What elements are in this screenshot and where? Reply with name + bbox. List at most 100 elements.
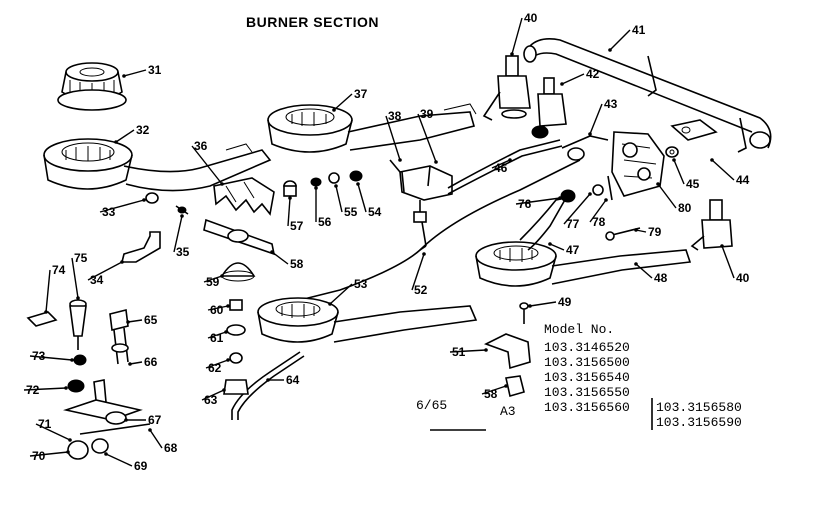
leader-arrowhead: [128, 362, 132, 366]
leader-arrowhead: [104, 452, 108, 456]
diagram-title: BURNER SECTION: [246, 14, 380, 30]
burner-37: [267, 103, 477, 153]
part-label-62: 62: [208, 361, 222, 375]
leader-arrowhead: [226, 358, 230, 362]
leader-arrowhead: [328, 302, 332, 306]
model-col-1: 103.3146520 103.3156500 103.3156540 103.…: [544, 340, 630, 415]
leader-arrowhead: [604, 198, 608, 202]
leader-line: [87, 261, 123, 281]
part-label-51: 51: [452, 345, 466, 359]
leader-line: [207, 305, 229, 311]
leader-line: [23, 387, 67, 391]
parts-54-57: [283, 170, 363, 197]
leader-arrowhead: [528, 304, 532, 308]
part-35: [175, 205, 189, 215]
part-label-75: 75: [74, 251, 88, 265]
leader-arrowhead: [588, 132, 592, 136]
part-36: [213, 177, 275, 216]
leader-line: [549, 243, 565, 251]
part-label-label_58b: 58: [484, 387, 498, 401]
leader-line: [529, 301, 557, 307]
leader-arrowhead: [484, 348, 488, 352]
leader-arrowhead: [510, 52, 514, 56]
part-label-33: 33: [102, 205, 116, 219]
model-number: 103.3156550: [544, 385, 630, 400]
leader-line: [205, 359, 229, 369]
leader-line: [99, 199, 145, 213]
leader-arrowhead: [720, 244, 724, 248]
part-label-71: 71: [38, 417, 52, 431]
part-label-31: 31: [148, 63, 162, 77]
part-label-34: 34: [90, 273, 104, 287]
leader-line: [29, 355, 73, 361]
part-label-65: 65: [144, 313, 158, 327]
leader-arrowhead: [710, 158, 714, 162]
leader-arrowhead: [508, 158, 512, 162]
leader-line: [71, 257, 79, 299]
leader-line: [45, 269, 51, 313]
part-label-58: 58: [290, 257, 304, 271]
leader-arrowhead: [608, 48, 612, 52]
leader-line: [721, 245, 735, 279]
part-label-52: 52: [414, 283, 428, 297]
leader-arrowhead: [656, 182, 660, 186]
leader-arrowhead: [70, 358, 74, 362]
valve-40: [482, 55, 531, 121]
part-label-55: 55: [344, 205, 358, 219]
part-label-47: 47: [566, 243, 580, 257]
model-col-2: 103.3156580 103.3156590: [656, 400, 742, 430]
leader-line: [127, 319, 143, 323]
leader-arrowhead: [142, 198, 146, 202]
leader-line: [203, 275, 223, 283]
leader-line: [329, 283, 353, 305]
part-label-39: 39: [420, 107, 434, 121]
leader-arrowhead: [422, 252, 426, 256]
parts-60-63: [223, 299, 249, 395]
part-label-66: 66: [144, 355, 158, 369]
part-label-79: 79: [648, 225, 662, 239]
part-label-40: 40: [524, 11, 538, 25]
manifold-41: [523, 38, 772, 153]
part-label-59: 59: [206, 275, 220, 289]
burner-53: [257, 297, 478, 343]
part-label-32: 32: [136, 123, 150, 137]
leader-arrowhead: [226, 304, 230, 308]
tube-52: [299, 159, 581, 301]
leader-line: [105, 453, 133, 467]
part-label-48: 48: [654, 271, 668, 285]
part-label-76: 76: [518, 197, 532, 211]
leader-arrowhead: [224, 330, 228, 334]
leader-arrowhead: [504, 384, 508, 388]
leader-line: [491, 159, 511, 169]
leader-line: [201, 389, 225, 401]
part-label-78: 78: [592, 215, 606, 229]
leader-line: [411, 253, 425, 291]
part-label-45: 45: [686, 177, 700, 191]
part-label-46: 46: [494, 161, 508, 175]
leader-arrowhead: [180, 214, 184, 218]
part-label-36: 36: [194, 139, 208, 153]
leader-line: [357, 183, 367, 213]
model-number: 103.3146520: [544, 340, 630, 355]
leader-arrowhead: [266, 378, 270, 382]
part-label-67: 67: [148, 413, 162, 427]
leader-line: [511, 17, 523, 55]
leader-line: [563, 193, 591, 225]
leader-arrowhead: [270, 250, 274, 254]
leader-line: [207, 331, 227, 339]
leader-line: [149, 429, 163, 449]
leader-arrowhead: [314, 186, 318, 190]
leader-arrowhead: [114, 140, 118, 144]
burner-48: [475, 196, 692, 287]
leader-line: [589, 103, 603, 135]
leader-line: [115, 129, 135, 143]
part-label-64: 64: [286, 373, 300, 387]
part-label-35: 35: [176, 245, 190, 259]
leader-line: [481, 385, 507, 395]
part-label-74: 74: [52, 263, 66, 277]
leader-line: [191, 145, 223, 185]
leader-arrowhead: [634, 262, 638, 266]
part-label-43: 43: [604, 97, 618, 111]
leader-arrowhead: [548, 242, 552, 246]
